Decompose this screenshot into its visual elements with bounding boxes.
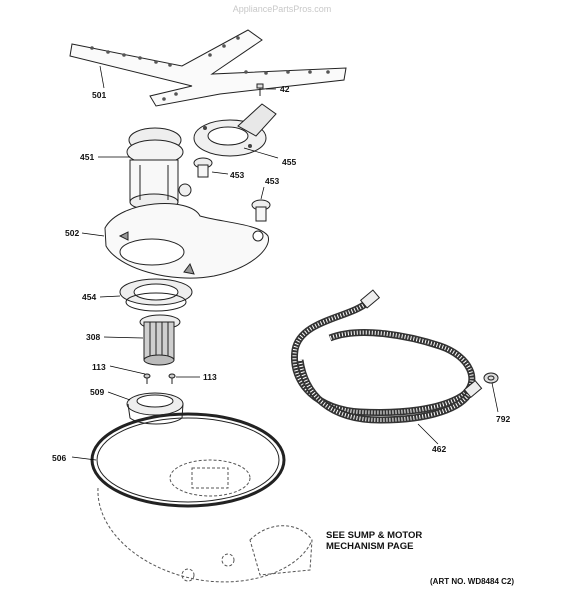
filter-assembly-451 — [126, 127, 192, 211]
leader-lines — [71, 65, 499, 461]
pin-453-right — [251, 199, 271, 222]
sump-body — [97, 459, 313, 583]
upper-spray-arm — [69, 29, 347, 107]
callout-509: 509 — [90, 387, 105, 397]
screws-113 — [143, 373, 176, 384]
art-number: (ART NO. WD8484 C2) — [430, 577, 515, 586]
callout-113-left: 113 — [92, 362, 106, 372]
callout-462: 462 — [432, 444, 447, 454]
screw-42 — [256, 83, 264, 96]
callout-501: 501 — [92, 90, 107, 100]
callout-454: 454 — [82, 292, 97, 302]
watermark: AppliancePartsPros.com — [232, 4, 332, 14]
callout-308: 308 — [86, 332, 101, 342]
part-509 — [126, 392, 184, 425]
callout-42: 42 — [280, 84, 290, 94]
callout-113-right: 113 — [203, 372, 217, 382]
callout-455: 455 — [282, 157, 297, 167]
part-308 — [139, 314, 181, 366]
callout-453-left: 453 — [230, 170, 245, 180]
clamp-792 — [483, 372, 499, 384]
gasket-506 — [90, 412, 286, 508]
sump-motor-note-line2: MECHANISM PAGE — [326, 541, 414, 552]
callout-502: 502 — [65, 228, 80, 238]
drain-hose-462 — [290, 289, 483, 424]
pin-453-left — [193, 157, 213, 178]
callout-451: 451 — [80, 152, 95, 162]
manifold-455 — [193, 103, 277, 157]
part-454 — [119, 278, 193, 312]
callout-792: 792 — [496, 414, 511, 424]
callout-453-right: 453 — [265, 176, 280, 186]
sump-motor-note: SEE SUMP & MOTOR MECHANISM PAGE — [326, 530, 422, 552]
spray-arm-plate-502 — [104, 203, 269, 279]
sump-motor-note-line1: SEE SUMP & MOTOR — [326, 530, 423, 541]
callout-506: 506 — [52, 453, 67, 463]
